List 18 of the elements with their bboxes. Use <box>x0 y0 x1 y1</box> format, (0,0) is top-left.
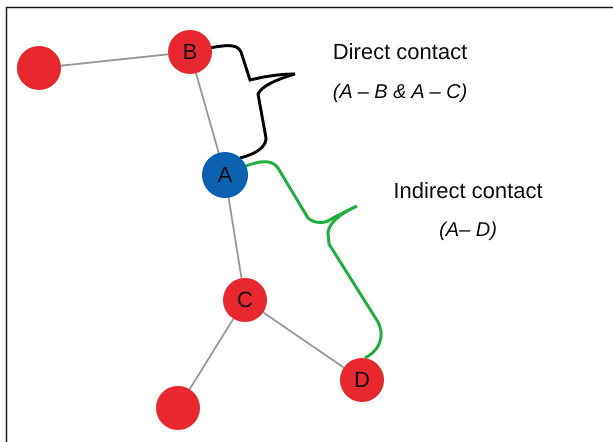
contact-type-label: Indirect contact <box>393 179 543 204</box>
node-circle <box>17 46 61 90</box>
node-circle <box>340 358 384 402</box>
contact-type-label: Direct contact <box>332 40 468 64</box>
contact-pairs-label: (A– D) <box>439 219 497 241</box>
connector-line <box>262 312 344 368</box>
node-circle <box>156 386 200 430</box>
node-label: B <box>182 41 198 63</box>
node-circle <box>223 278 267 322</box>
node-label: C <box>237 289 253 311</box>
connector-line <box>228 198 242 278</box>
node-label: A <box>218 164 232 186</box>
node-label: D <box>354 369 370 391</box>
connector-line <box>188 318 234 390</box>
connector-line <box>60 53 168 67</box>
node-circle <box>202 152 248 198</box>
node-circle <box>168 30 212 74</box>
contact-pairs-label: (A – B & A – C) <box>332 81 468 103</box>
